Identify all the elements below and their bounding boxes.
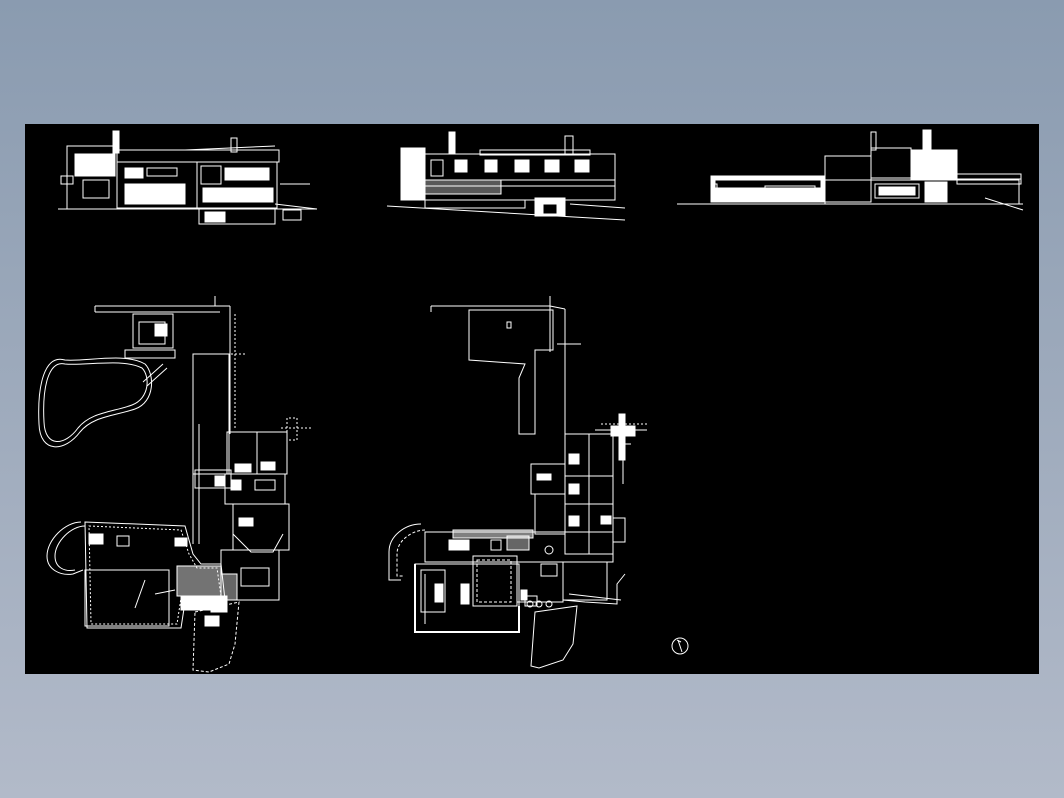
north-arrow-icon — [671, 637, 689, 655]
elevation-center — [386, 131, 626, 221]
drawing-sheet[interactable] — [25, 124, 1039, 674]
plan-ground-floor — [38, 296, 313, 673]
plan-upper-floor — [388, 296, 647, 669]
elevation-right — [677, 129, 1024, 211]
drawing-canvas — [38, 129, 1024, 673]
elevation-left — [58, 130, 318, 225]
